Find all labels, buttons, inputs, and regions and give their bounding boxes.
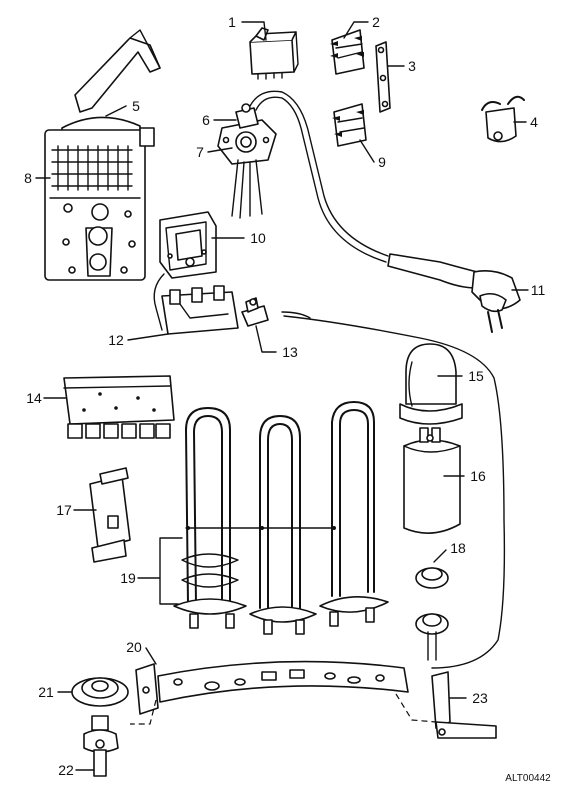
- callout-1: 1: [228, 14, 236, 30]
- callout-8: 8: [24, 170, 32, 186]
- callout-18: 18: [450, 540, 466, 556]
- callout-12: 12: [108, 332, 124, 348]
- part-23-bracket: [431, 671, 497, 739]
- part-4-suppressor-capacitor: [481, 95, 525, 143]
- part-9-cable-clamp: [332, 103, 367, 147]
- part-1-terminal-block: [249, 27, 299, 80]
- part-18-grommet: [415, 567, 449, 661]
- callout-2: 2: [372, 14, 380, 30]
- sensor-wire: [281, 311, 506, 669]
- callout-3: 3: [408, 58, 416, 74]
- part-16-capacitor: [403, 427, 461, 534]
- part-21-pump-seal: [71, 677, 129, 707]
- part-11-mains-plug: [387, 253, 521, 333]
- leader-lines: [35, 21, 529, 771]
- callout-5: 5: [132, 98, 140, 114]
- callout-4: 4: [530, 114, 538, 130]
- callout-22: 22: [58, 762, 74, 778]
- callout-labels: 1 2 3 4 5 6 7 8 9 10 11 12 13 14 15 16 1…: [24, 14, 545, 778]
- part-15-capacitor-cover: [399, 343, 463, 425]
- part-19-heating-elements: [173, 401, 389, 635]
- callout-19: 19: [120, 570, 136, 586]
- part-2-terminal-clip: [330, 29, 365, 75]
- callout-16: 16: [470, 468, 486, 484]
- callout-11: 11: [531, 282, 546, 298]
- part-20-support-bar: [130, 660, 437, 725]
- callout-9: 9: [378, 154, 386, 170]
- drawing-code: ALT00442: [505, 773, 551, 784]
- callout-23: 23: [472, 690, 488, 706]
- part-17-thermostat: [89, 467, 131, 563]
- callout-21: 21: [38, 684, 54, 700]
- part-10-door-interlock: [153, 211, 217, 331]
- callout-7: 7: [196, 144, 204, 160]
- callout-13: 13: [282, 344, 298, 360]
- part-8-programmer-timer: [44, 29, 161, 281]
- part-14-terminal-strip: [63, 375, 175, 439]
- callout-10: 10: [250, 230, 266, 246]
- part-22-valve: [83, 715, 119, 777]
- callout-17: 17: [56, 502, 72, 518]
- part-13-cable-clip: [241, 297, 269, 327]
- part-12-connector-block: [161, 285, 239, 335]
- callout-6: 6: [202, 112, 210, 128]
- mains-cable: [249, 90, 389, 263]
- part-7-cable-entry-plate: [217, 119, 277, 219]
- callout-20: 20: [126, 639, 142, 655]
- part-3-metal-strap: [375, 41, 391, 113]
- callout-15: 15: [468, 368, 484, 384]
- part-6-cable-gland: [235, 103, 259, 129]
- callout-14: 14: [26, 390, 42, 406]
